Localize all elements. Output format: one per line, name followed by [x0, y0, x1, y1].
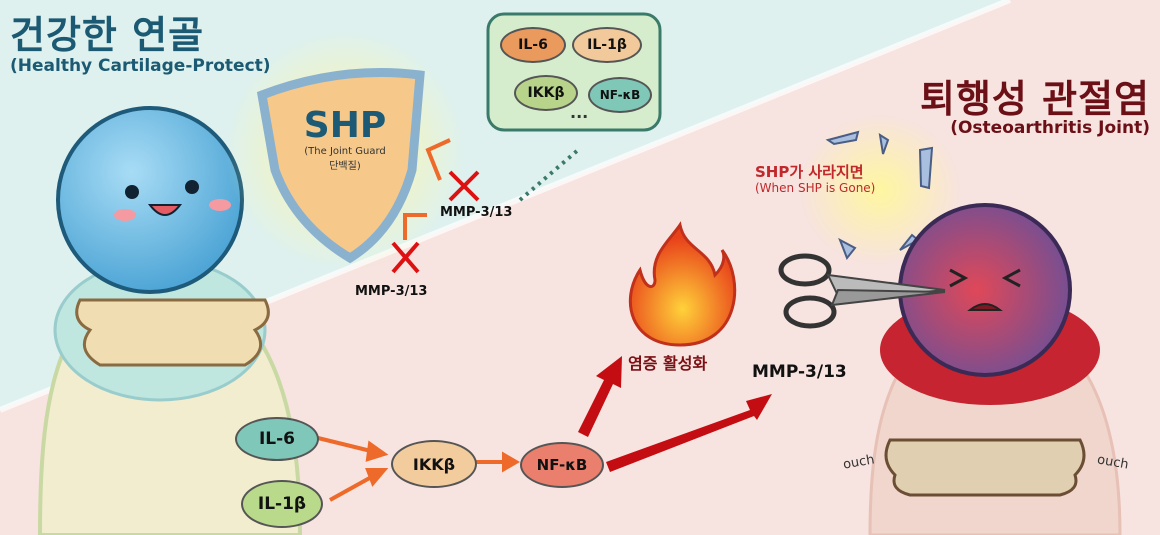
shield-label: SHP — [303, 105, 387, 146]
shp-gone-line2: (When SHP is Gone) — [755, 181, 876, 195]
shield-icon — [256, 68, 425, 264]
osteoarthritis-joint-illustration — [868, 203, 1122, 535]
shp-gone-line1: SHP가 사라지면 — [755, 163, 864, 181]
box-ellipsis: ... — [570, 103, 589, 122]
box-il1b: IL-1β — [572, 27, 642, 63]
healthy-joint-illustration — [37, 106, 303, 535]
pathway-mmp: MMP-3/13 — [752, 362, 847, 382]
healthy-title: 건강한 연골 — [10, 13, 205, 57]
pathway-il6: IL-6 — [235, 417, 319, 461]
box-ikkb: IKKβ — [514, 75, 578, 111]
blocked-mmp-bottom: MMP-3/13 — [355, 284, 428, 299]
pathway-il1b: IL-1β — [241, 480, 323, 528]
crossed-scissors-icon — [391, 170, 480, 274]
shp-gone-label: SHP가 사라지면 (When SHP is Gone) — [755, 163, 875, 195]
blocked-mmp-top: MMP-3/13 — [440, 205, 513, 220]
osteo-subtitle: (Osteoarthritis Joint) — [950, 118, 1150, 138]
pathway-ikkb: IKKβ — [391, 440, 477, 488]
inflammation-label: 염증 활성화 — [628, 354, 708, 373]
healthy-subtitle: (Healthy Cartilage-Protect) — [10, 56, 271, 76]
fire-icon — [628, 221, 737, 347]
scissors-icon — [778, 253, 837, 329]
shield-caption-1: (The Joint Guard — [304, 146, 386, 157]
osteo-title: 퇴행성 관절염 — [920, 77, 1150, 121]
shield-text: SHP (The Joint Guard 단백질) — [290, 105, 400, 172]
pathway-nfkb: NF-κB — [520, 442, 604, 488]
shield-caption-2: 단백질) — [329, 161, 361, 172]
box-il6: IL-6 — [500, 27, 566, 63]
box-nfkb: NF-κB — [588, 77, 652, 113]
